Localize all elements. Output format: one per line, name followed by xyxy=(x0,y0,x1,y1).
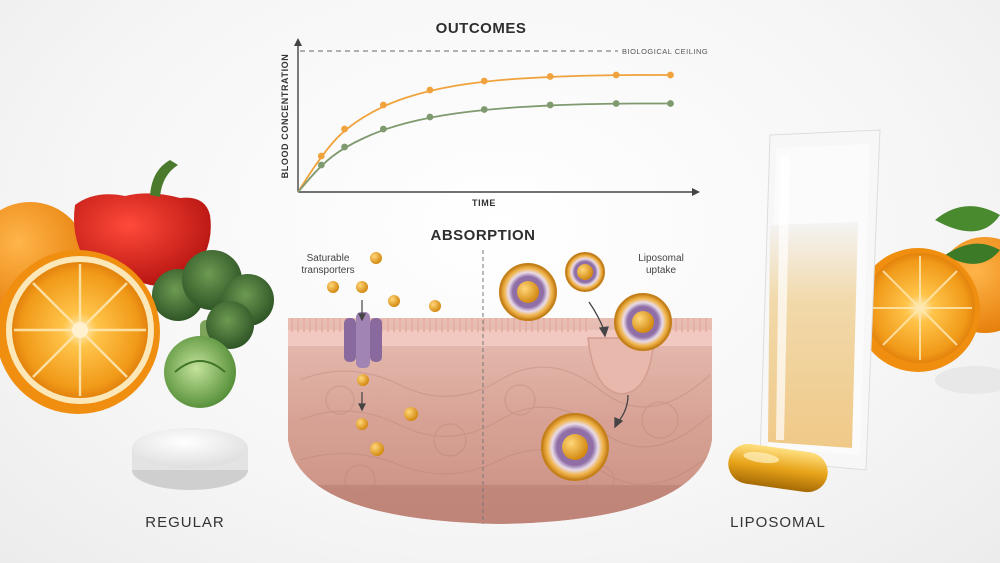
outcomes-section: OUTCOMES BIOLOGICAL CEILING BLOOD CONCEN… xyxy=(280,20,708,208)
liposomal-label: LIPOSOMAL xyxy=(730,514,826,531)
series-2-point xyxy=(379,125,387,133)
series-1-point xyxy=(667,71,674,79)
liquid-sachet-icon xyxy=(759,129,881,471)
liposome-particles xyxy=(499,252,672,481)
regular-food-group xyxy=(0,160,274,490)
right-arrows xyxy=(588,301,629,429)
softgel-capsule-icon xyxy=(728,443,828,493)
saturable-label-line2: transporters xyxy=(301,265,354,276)
series-layer xyxy=(297,71,674,193)
series-1-point xyxy=(317,152,325,160)
series-1-point xyxy=(426,86,434,94)
y-axis-arrow-icon xyxy=(294,38,302,46)
outcomes-title: OUTCOMES xyxy=(436,20,527,37)
outcomes-chart: BIOLOGICAL CEILING BLOOD CONCENTRATION T… xyxy=(280,38,708,208)
series-2-point xyxy=(667,100,674,107)
series-1-point xyxy=(480,77,488,85)
series-2-point xyxy=(426,113,434,121)
brussels-sprout-icon xyxy=(164,336,236,408)
series-line-1 xyxy=(297,74,671,193)
x-axis-label: TIME xyxy=(472,198,496,208)
series-line-2 xyxy=(297,102,671,193)
tablet-icon xyxy=(132,428,248,490)
left-arrows xyxy=(358,300,366,412)
liposomal-uptake-label-line2: uptake xyxy=(646,265,676,276)
y-axis-label: BLOOD CONCENTRATION xyxy=(280,54,290,179)
series-1-point xyxy=(379,101,387,109)
series-1-point xyxy=(612,71,620,79)
series-2-point xyxy=(612,100,620,107)
series-2-point xyxy=(480,106,488,113)
orange-slice-right-icon xyxy=(856,248,980,372)
leaf-icon xyxy=(935,206,1000,264)
series-1-point xyxy=(546,73,554,80)
transporter-protein-icon xyxy=(344,312,382,368)
series-2-point xyxy=(341,143,348,151)
series-2-point xyxy=(317,161,325,169)
tissue-cross-section xyxy=(288,250,712,524)
orange-slice-icon xyxy=(0,250,160,414)
series-2-point xyxy=(546,101,554,109)
liposomal-product-group xyxy=(728,129,1000,493)
liposomal-uptake-label-line1: Liposomal xyxy=(638,253,684,264)
absorption-section: ABSORPTION xyxy=(288,227,712,524)
absorption-title: ABSORPTION xyxy=(430,227,535,244)
x-axis-arrow-icon xyxy=(692,188,700,196)
bowl-icon xyxy=(935,366,1000,394)
endocytosis-pocket xyxy=(587,337,655,395)
free-nutrient-particles xyxy=(327,252,441,456)
regular-label: REGULAR xyxy=(145,514,225,531)
saturable-label-line1: Saturable xyxy=(307,253,350,264)
biological-ceiling-label: BIOLOGICAL CEILING xyxy=(622,47,708,56)
series-1-point xyxy=(341,125,348,133)
